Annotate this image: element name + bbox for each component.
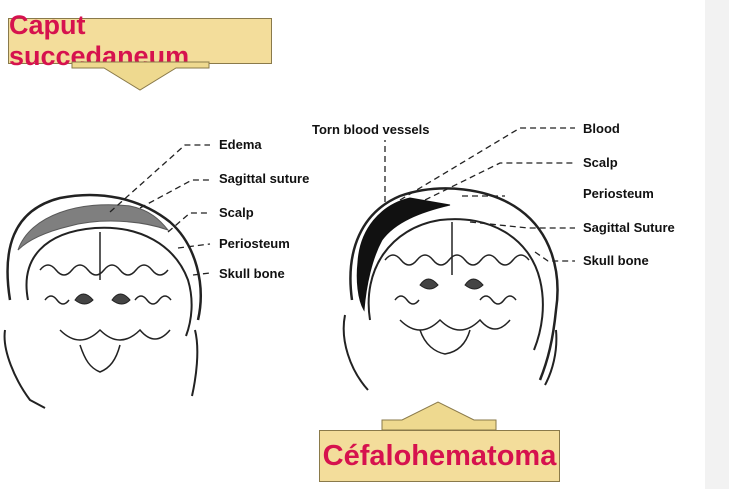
label-periosteum-left: Periosteum <box>219 236 290 251</box>
label-periosteum-right: Periosteum <box>583 186 654 201</box>
label-scalp-left: Scalp <box>219 205 254 220</box>
label-torn-blood-vessels: Torn blood vessels <box>312 122 430 137</box>
down-arrow <box>72 62 209 90</box>
label-scalp-right: Scalp <box>583 155 618 170</box>
label-edema: Edema <box>219 137 262 152</box>
label-skull-bone-right: Skull bone <box>583 253 649 268</box>
right-head-illustration <box>344 188 558 390</box>
label-blood: Blood <box>583 121 620 136</box>
left-head-illustration <box>5 195 201 408</box>
label-sagittal-suture-left: Sagittal suture <box>219 171 309 186</box>
up-arrow <box>382 402 496 430</box>
label-skull-bone-left: Skull bone <box>219 266 285 281</box>
label-sagittal-suture-right: Sagittal Suture <box>583 220 675 235</box>
